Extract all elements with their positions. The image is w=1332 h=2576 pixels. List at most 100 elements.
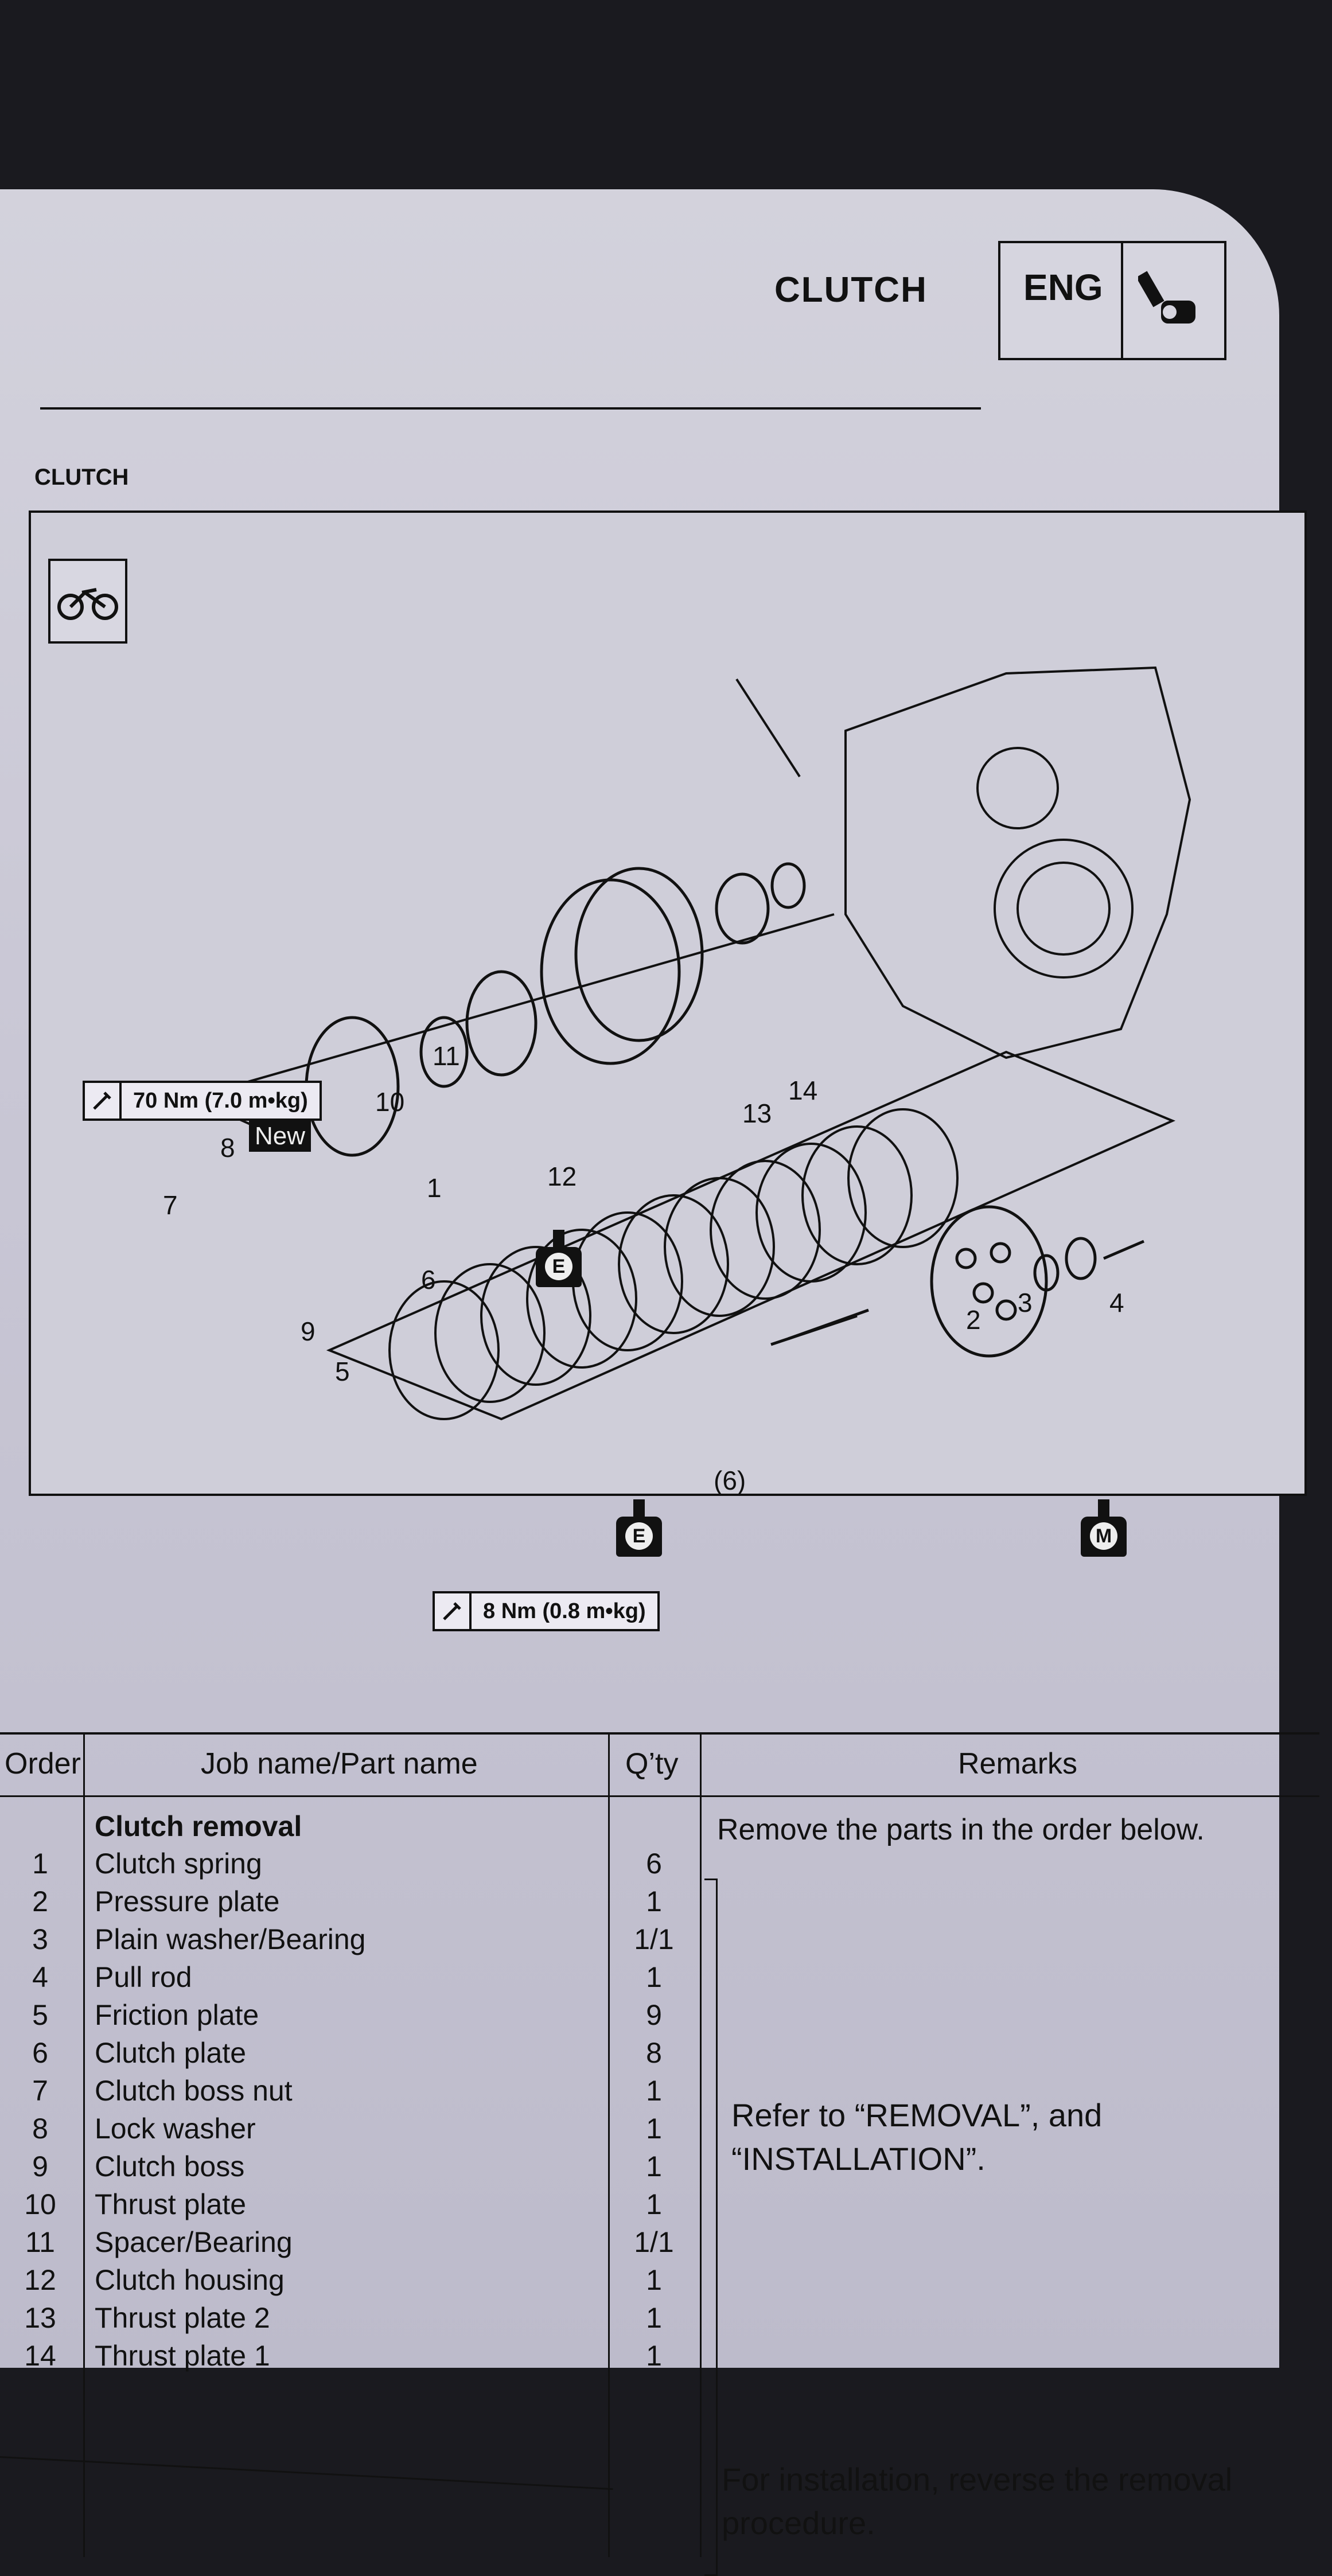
header-part-name: Job name/Part name (201, 1747, 478, 1780)
exploded-diagram: 70 Nm (7.0 m•kg) 8 Nm (0.8 m•kg) New 1 2… (29, 510, 1307, 1631)
callout-label: 13 (742, 1098, 772, 1128)
row-qty: 1/1 (634, 2226, 674, 2258)
pressure-plate-drawing (770, 1205, 1048, 1358)
clutch-boss-drawing (305, 970, 538, 1157)
row-qty: 6 (646, 1848, 662, 1880)
row-order: 8 (32, 2113, 48, 2145)
row-order: 2 (32, 1885, 48, 1918)
crankcase-drawing (735, 666, 1191, 1059)
callout-label: 8 (220, 1133, 235, 1163)
callout-label: 2 (966, 1305, 981, 1335)
row-qty: 1 (646, 1885, 662, 1918)
callout-label: 12 (547, 1162, 577, 1191)
row-order: 7 (32, 2075, 48, 2107)
clutch-housing-drawing (540, 867, 704, 1065)
remark-refer-line2: “INSTALLATION”. (731, 2141, 986, 2177)
column-divider (83, 1732, 85, 2557)
row-qty: 1 (646, 2340, 662, 2372)
row-qty: 1 (646, 2264, 662, 2296)
thrust-plates-drawing (715, 862, 806, 945)
row-part-name: Lock washer (95, 2113, 256, 2145)
callout-label: 3 (1018, 1288, 1033, 1318)
table-top-rule (0, 1732, 1319, 1735)
engine-oil-lube-icon: E (616, 1499, 662, 1557)
parts-table: Order Job name/Part name Q’ty Remarks Cl… (0, 1732, 1319, 2576)
row-qty: 9 (646, 1999, 662, 2031)
row-order: 14 (24, 2340, 56, 2372)
row-part-name: Clutch boss nut (95, 2075, 293, 2107)
row-order: 13 (24, 2302, 56, 2334)
row-part-name: Plain washer/Bearing (95, 1923, 366, 1955)
remark-refer: Refer to “REMOVAL”, and “INSTALLATION”. (731, 2094, 1102, 2181)
pull-rod-drawing (1033, 1237, 1144, 1292)
row-qty: 8 (646, 2037, 662, 2069)
row-qty: 1 (646, 1961, 662, 1993)
header-qty: Q’ty (625, 1747, 679, 1780)
motorcycle-icon (48, 559, 127, 644)
row-part-name: Friction plate (95, 1999, 259, 2031)
callout-label: 5 (335, 1357, 350, 1386)
table-row: 4 Pull rod 1 (0, 1961, 1319, 1998)
manual-page: CLUTCH ENG CLUTCH (0, 189, 1319, 2576)
row-part-name: Thrust plate 2 (95, 2302, 270, 2334)
new-part-badge: New (249, 1121, 311, 1152)
callout-label: (6) (714, 1466, 746, 1495)
remark-installation-line1: For installation, reverse the removal (722, 2461, 1233, 2497)
row-part-name: Clutch spring (95, 1848, 262, 1880)
row-order: 10 (24, 2188, 56, 2220)
table-row: 1 Clutch spring 6 (0, 1847, 1319, 1885)
row-part-name: Pull rod (95, 1961, 192, 1993)
row-part-name: Pressure plate (95, 1885, 280, 1918)
engine-icon (1138, 271, 1195, 324)
callout-label: 10 (375, 1087, 405, 1117)
column-divider (700, 1732, 702, 2557)
clutch-exploded-view (191, 666, 1191, 1421)
remark-installation-line2: procedure. (722, 2505, 875, 2541)
lube-mark: E (545, 1253, 572, 1280)
callout-label: 4 (1109, 1288, 1124, 1318)
table-row: 14 Thrust plate 1 1 (0, 2339, 1319, 2377)
column-divider (608, 1732, 610, 2557)
row-part-name: Clutch boss (95, 2150, 245, 2183)
row-part-name: Clutch plate (95, 2037, 247, 2069)
remark-installation: For installation, reverse the removal pr… (722, 2458, 1232, 2545)
lube-mark: M (1090, 1522, 1117, 1550)
row-qty: 1 (646, 2150, 662, 2183)
section-tab-label: ENG (1023, 267, 1103, 308)
row-order: 4 (32, 1961, 48, 1993)
wrench-icon (435, 1593, 472, 1629)
row-qty: 1 (646, 2113, 662, 2145)
callout-label: 11 (433, 1041, 460, 1071)
job-title: Clutch removal (95, 1810, 302, 1842)
table-row: 13 Thrust plate 2 1 (0, 2301, 1319, 2339)
page-title: CLUTCH (774, 270, 928, 310)
row-qty: 1/1 (634, 1923, 674, 1955)
row-order: 5 (32, 1999, 48, 2031)
remark-removal-order: Remove the parts in the order below. (717, 1813, 1205, 1846)
table-row: 8 Lock washer 1 (0, 2112, 1319, 2150)
table-row: 12 Clutch housing 1 (0, 2263, 1319, 2301)
remark-refer-line1: Refer to “REMOVAL”, and (731, 2097, 1103, 2133)
row-qty: 1 (646, 2302, 662, 2334)
row-part-name: Thrust plate 1 (95, 2340, 270, 2372)
row-qty: 1 (646, 2188, 662, 2220)
lube-mark: E (625, 1522, 653, 1550)
row-order: 1 (32, 1848, 48, 1880)
wrench-icon (85, 1083, 122, 1119)
table-header-rule (0, 1795, 1319, 1797)
row-order: 12 (24, 2264, 56, 2296)
row-part-name: Clutch housing (95, 2264, 285, 2296)
callout-label: 7 (163, 1190, 178, 1220)
torque-value: 8 Nm (0.8 m•kg) (483, 1599, 646, 1623)
table-row: 2 Pressure plate 1 (0, 1885, 1319, 1923)
engine-oil-lube-icon: E (536, 1230, 582, 1287)
section-label: CLUTCH (34, 465, 129, 490)
callout-label: 14 (788, 1075, 818, 1105)
table-bottom-rule (0, 2456, 613, 2490)
header-order: Order (5, 1747, 81, 1780)
